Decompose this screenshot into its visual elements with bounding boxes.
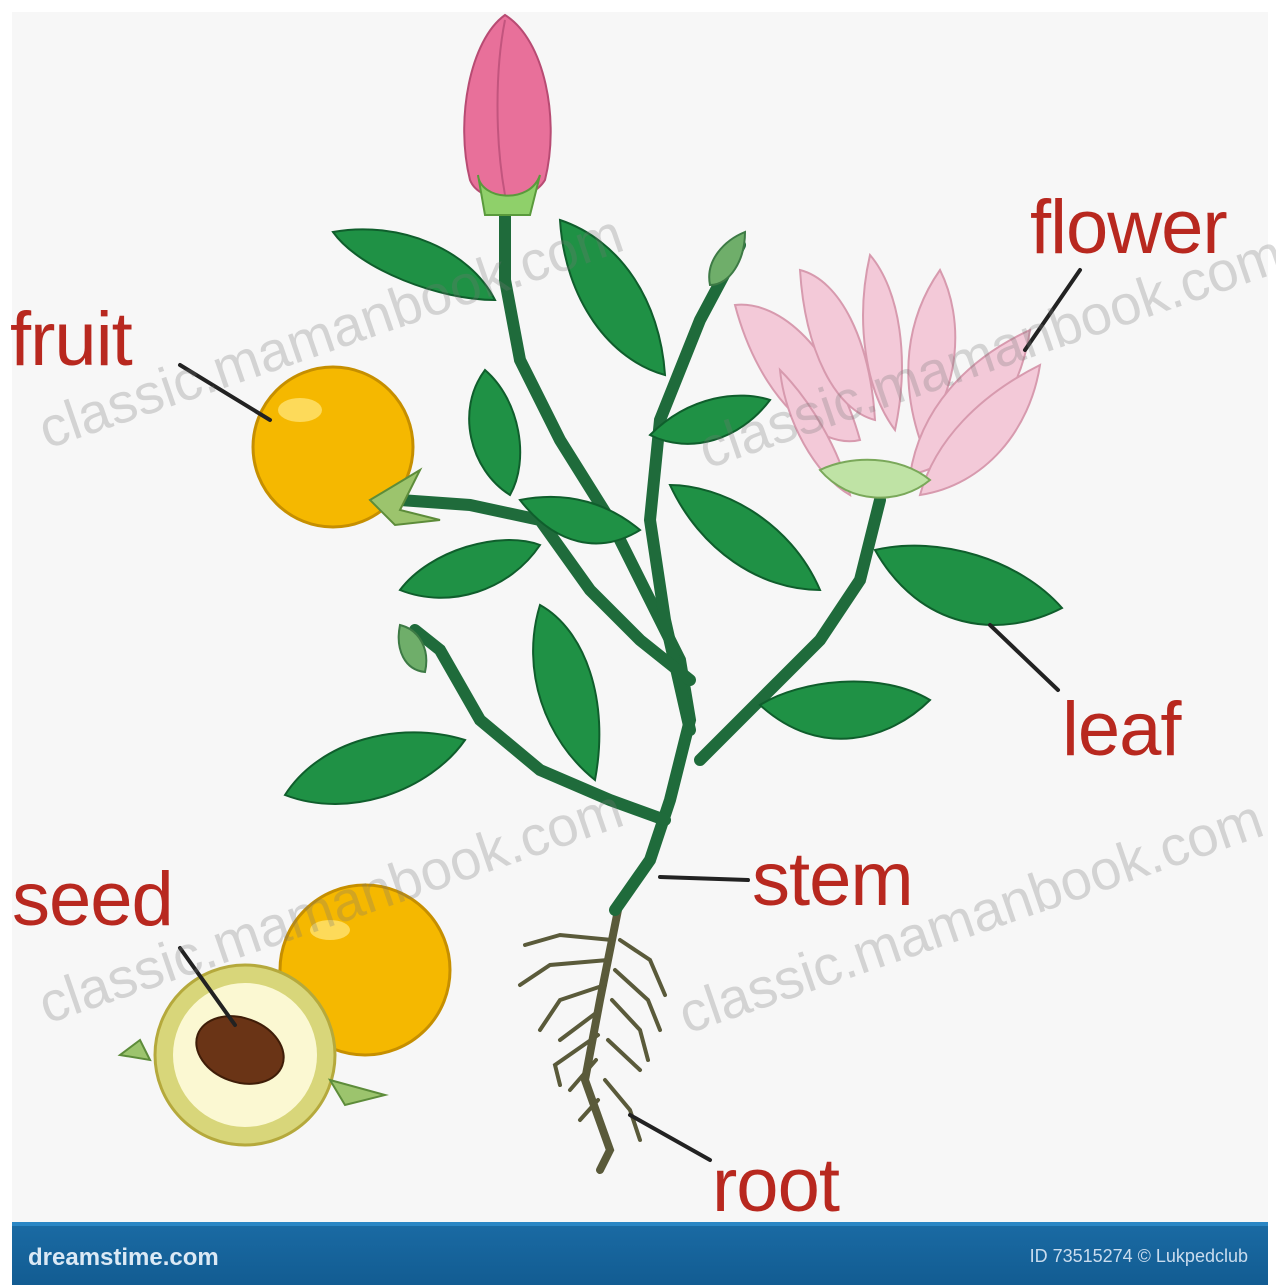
label-seed: seed	[12, 862, 173, 938]
footer-site-name[interactable]: dreamstime.com	[28, 1244, 219, 1272]
label-fruit: fruit	[10, 302, 132, 378]
flower-bud	[464, 15, 550, 215]
label-flower: flower	[1030, 190, 1227, 266]
stock-footer-bar: dreamstime.com ID 73515274 © Lukpedclub	[12, 1222, 1268, 1285]
label-leaf: leaf	[1062, 692, 1181, 768]
root-system	[520, 900, 665, 1170]
open-flower	[735, 255, 1040, 498]
footer-image-id: ID 73515274 © Lukpedclub	[1030, 1246, 1248, 1267]
label-root: root	[712, 1148, 839, 1224]
label-stem: stem	[752, 842, 913, 918]
